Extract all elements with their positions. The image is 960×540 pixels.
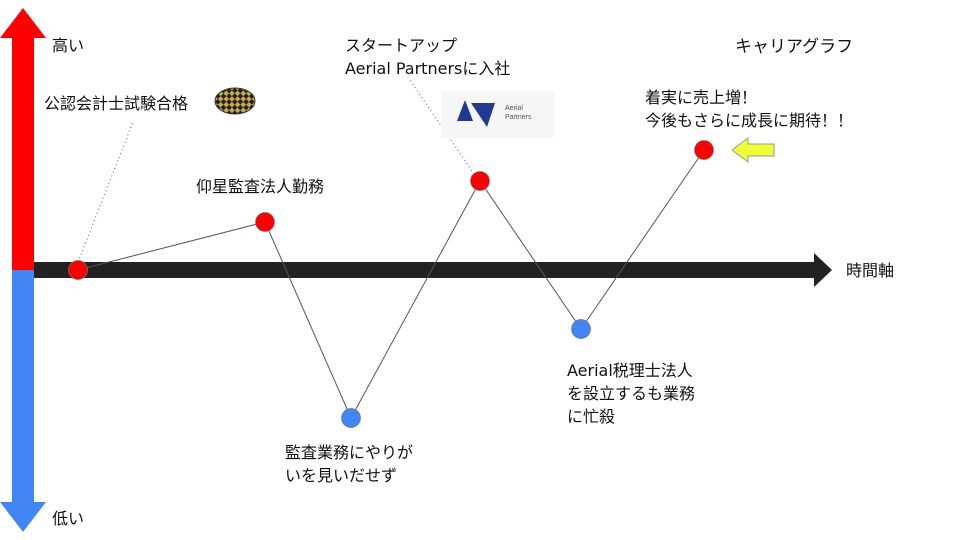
event-label: Aerial税理士法人を設立するも業務に忙殺: [567, 361, 696, 426]
leader-line: [77, 121, 134, 263]
event-point: [694, 140, 714, 160]
event-point: [341, 408, 361, 428]
medal-icon: [214, 87, 256, 115]
axis-low-label: 低い: [52, 509, 85, 528]
event-point: [68, 260, 88, 280]
event-point: [571, 319, 591, 339]
time-axis: [34, 253, 832, 287]
time-axis-label: 時間軸: [846, 261, 895, 280]
axis-high-label: 高い: [52, 36, 85, 55]
event-label: 着実に売上増！今後もさらに成長に期待！！: [645, 88, 854, 130]
page-title: キャリアグラフ: [735, 37, 854, 57]
event-label: 公認会計士試験合格: [44, 94, 189, 113]
highlight-arrow-icon: [731, 137, 775, 163]
event-label: 仰星監査法人勤務: [196, 177, 325, 196]
vertical-axis: [0, 8, 46, 532]
event-point: [255, 212, 275, 232]
career-line: [77, 149, 705, 420]
event-label: 監査業務にやりがいを見いだせず: [285, 443, 414, 485]
event-point: [470, 171, 490, 191]
